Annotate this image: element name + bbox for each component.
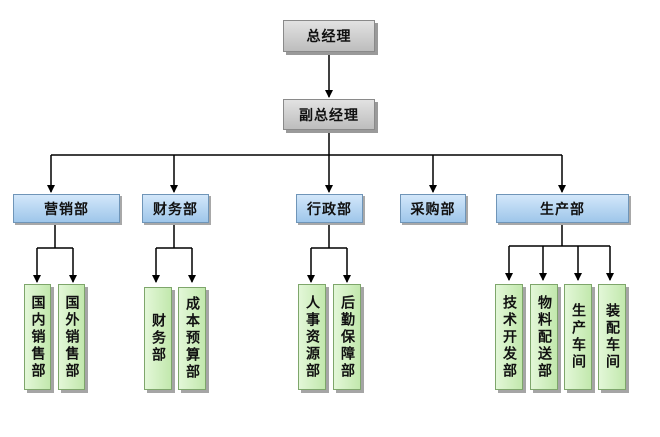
department-marketing: 营销部 bbox=[13, 194, 120, 223]
unit-technology-development: 技术开发部 bbox=[495, 284, 523, 390]
unit-overseas-sales: 国外销售部 bbox=[58, 284, 85, 390]
unit-cost-budget: 成本预算部 bbox=[178, 287, 206, 390]
unit-assembly-workshop: 装配车间 bbox=[598, 284, 626, 390]
unit-logistics-support: 后勤保障部 bbox=[333, 284, 361, 390]
department-finance: 财务部 bbox=[142, 194, 209, 223]
department-production: 生产部 bbox=[496, 194, 629, 223]
general-manager-box: 总经理 bbox=[283, 20, 375, 52]
department-purchasing: 采购部 bbox=[400, 194, 466, 223]
deputy-general-manager-box: 副总经理 bbox=[283, 99, 375, 130]
unit-finance: 财务部 bbox=[144, 287, 172, 390]
unit-domestic-sales: 国内销售部 bbox=[24, 284, 51, 390]
unit-material-distribution: 物料配送部 bbox=[530, 284, 558, 390]
unit-production-workshop: 生产车间 bbox=[564, 284, 592, 390]
department-administration: 行政部 bbox=[296, 194, 363, 223]
unit-human-resources: 人事资源部 bbox=[298, 284, 326, 390]
